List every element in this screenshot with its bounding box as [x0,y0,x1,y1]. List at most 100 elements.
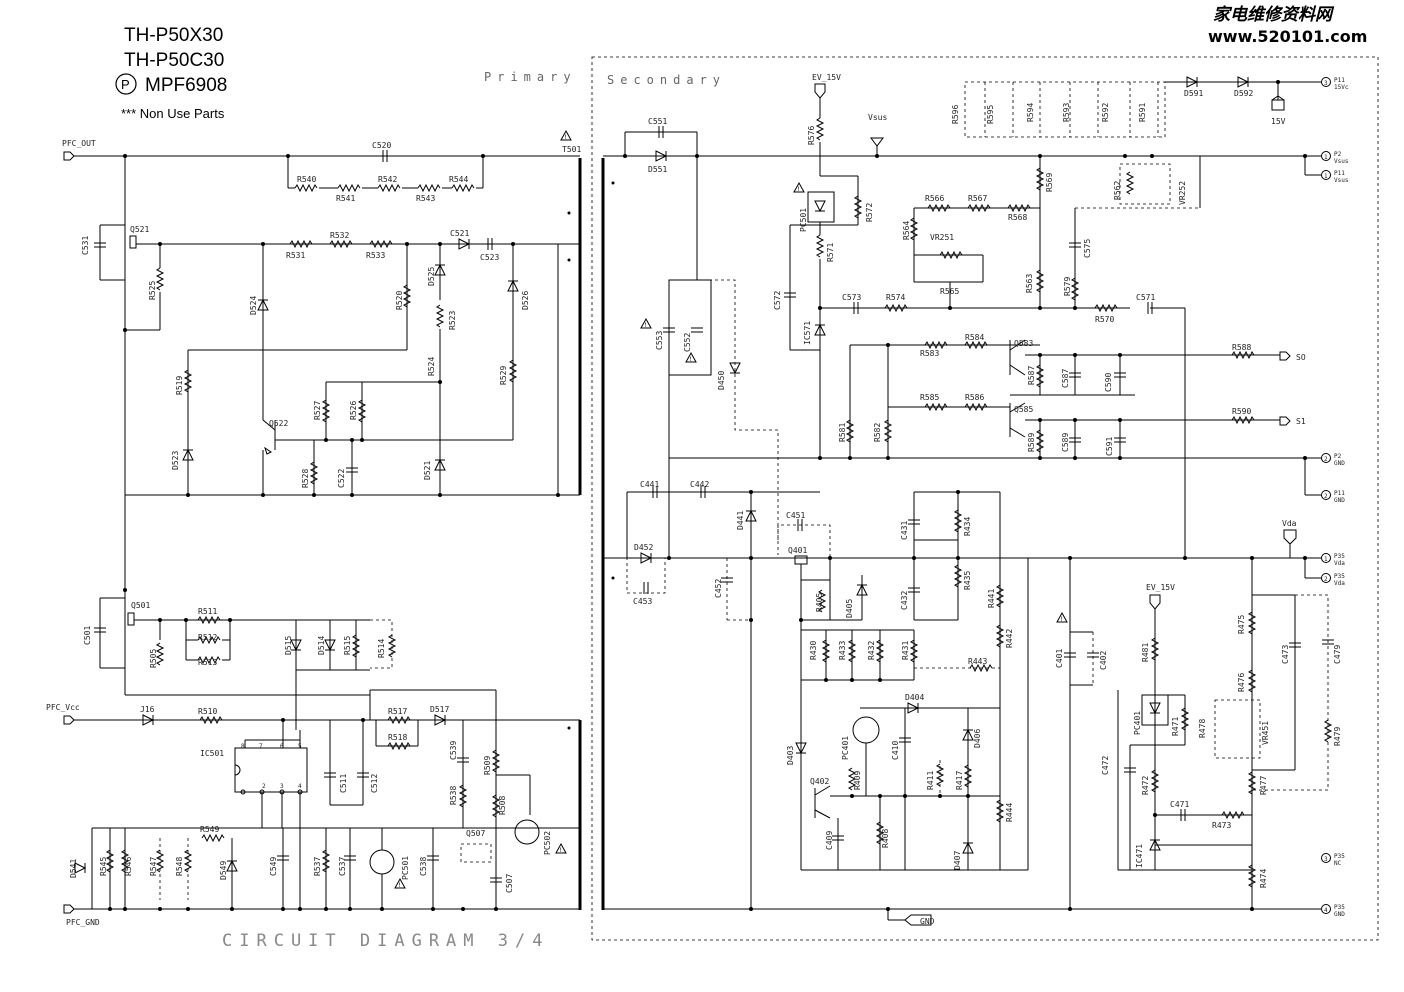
net-vda: Vda [1282,519,1297,528]
label-R434: R434 [963,517,972,536]
label-R474: R474 [1259,869,1268,888]
label-R579: R579 [1063,277,1072,296]
svg-text:P35: P35 [1334,553,1345,560]
label-PC401: PC401 [841,736,850,760]
svg-text:6: 6 [280,743,284,750]
label-R405: R405 [815,593,824,612]
svg-text:3: 3 [280,783,284,790]
label-VR252: VR252 [1178,181,1187,205]
label-R527: R527 [313,401,322,420]
label-R542: R542 [378,175,397,184]
label-R475: R475 [1237,615,1246,634]
label-D591: D591 [1184,89,1203,98]
svg-text:P35: P35 [1334,904,1345,911]
label-R576: R576 [807,126,816,145]
label-C523: C523 [480,253,499,262]
label-IC501: IC501 [200,749,224,758]
label-R511: R511 [198,607,217,616]
label-R471: R471 [1171,717,1180,736]
p-mark-circle [115,73,137,95]
label-R528: R528 [301,469,310,488]
label-R563: R563 [1025,274,1034,293]
label-C551: C551 [648,117,667,126]
label-D452: D452 [634,543,653,552]
label-R481: R481 [1141,643,1150,662]
label-C531: C531 [81,236,90,255]
pc401-secondary-body [852,716,880,744]
label-Q507: Q507 [466,829,485,838]
model-number-1: TH-P50X30 [124,25,223,46]
svg-text:2: 2 [1324,456,1328,463]
label-R549: R549 [200,825,219,834]
label-PC501: PC501 [401,856,410,880]
svg-text:Vda: Vda [1334,580,1345,587]
label-C572: C572 [773,291,782,310]
label-R510: R510 [198,707,217,716]
label-C512: C512 [370,774,379,793]
label-R512: R512 [198,633,217,642]
label-R417: R417 [955,771,964,790]
svg-text:P2: P2 [1334,453,1342,460]
label-R533: R533 [366,251,385,260]
label-R532: R532 [330,231,349,240]
label-R479: R479 [1333,727,1342,746]
net-s1: S1 [1296,417,1306,426]
label-R582: R582 [873,423,882,442]
warning-icon [560,130,572,142]
label-C402: C402 [1099,651,1108,670]
net-pfc-gnd: PFC_GND [66,918,100,927]
net-ev15-mid-flag [1149,594,1161,610]
label-C571: C571 [1136,293,1155,302]
label-R529: R529 [499,366,508,385]
pc501-secondary-body [807,191,835,223]
label-R545: R545 [99,857,108,876]
label-R587: R587 [1027,366,1036,385]
label-C432: C432 [900,591,909,610]
label-R509: R509 [483,756,492,775]
label-R548: R548 [175,857,184,876]
svg-text:P35: P35 [1334,573,1345,580]
label-D405: D405 [845,599,854,618]
net-pfc-out: PFC_OUT [62,139,96,148]
label-R519: R519 [175,376,184,395]
label-R478: R478 [1198,719,1207,738]
svg-text:2: 2 [262,783,266,790]
label-C511: C511 [339,774,348,793]
label-IC471: IC471 [1135,844,1144,868]
label-R581: R581 [838,423,847,442]
label-D551: D551 [648,165,667,174]
net-ev15-top: EV_15V [812,73,841,82]
label-R515: R515 [343,636,352,655]
svg-text:Vsus: Vsus [1334,158,1349,165]
label-R537: R537 [313,857,322,876]
label-R585: R585 [920,393,939,402]
watermark-chinese: 家电维修资料网 [1213,5,1335,25]
net-ev15-mid: EV_15V [1146,583,1175,592]
label-Q522: Q522 [269,419,288,428]
label-R411: R411 [926,771,935,790]
label-R476: R476 [1237,673,1246,692]
net-vda-flag [1283,529,1297,545]
watermark-url: www.520101.com [1208,27,1367,46]
label-R442: R442 [1005,629,1014,648]
label-D541: D541 [69,859,78,878]
label-R588: R588 [1232,343,1251,352]
label-R592: R592 [1101,103,1110,122]
label-D441: D441 [736,511,745,530]
label-Q401: Q401 [788,546,807,555]
svg-text:P2: P2 [1334,151,1342,158]
label-D521: D521 [423,461,432,480]
label-R524: R524 [427,357,436,376]
label-R574: R574 [886,293,905,302]
label-R430: R430 [809,641,818,660]
label-C473: C473 [1281,645,1290,664]
label-R543: R543 [416,194,435,203]
svg-text:15Vc: 15Vc [1334,84,1349,91]
label-C410: C410 [891,741,900,760]
label-R526: R526 [349,401,358,420]
svg-text:GND: GND [1334,911,1345,918]
label-D524: D524 [249,296,258,315]
label-C507: C507 [505,874,514,893]
